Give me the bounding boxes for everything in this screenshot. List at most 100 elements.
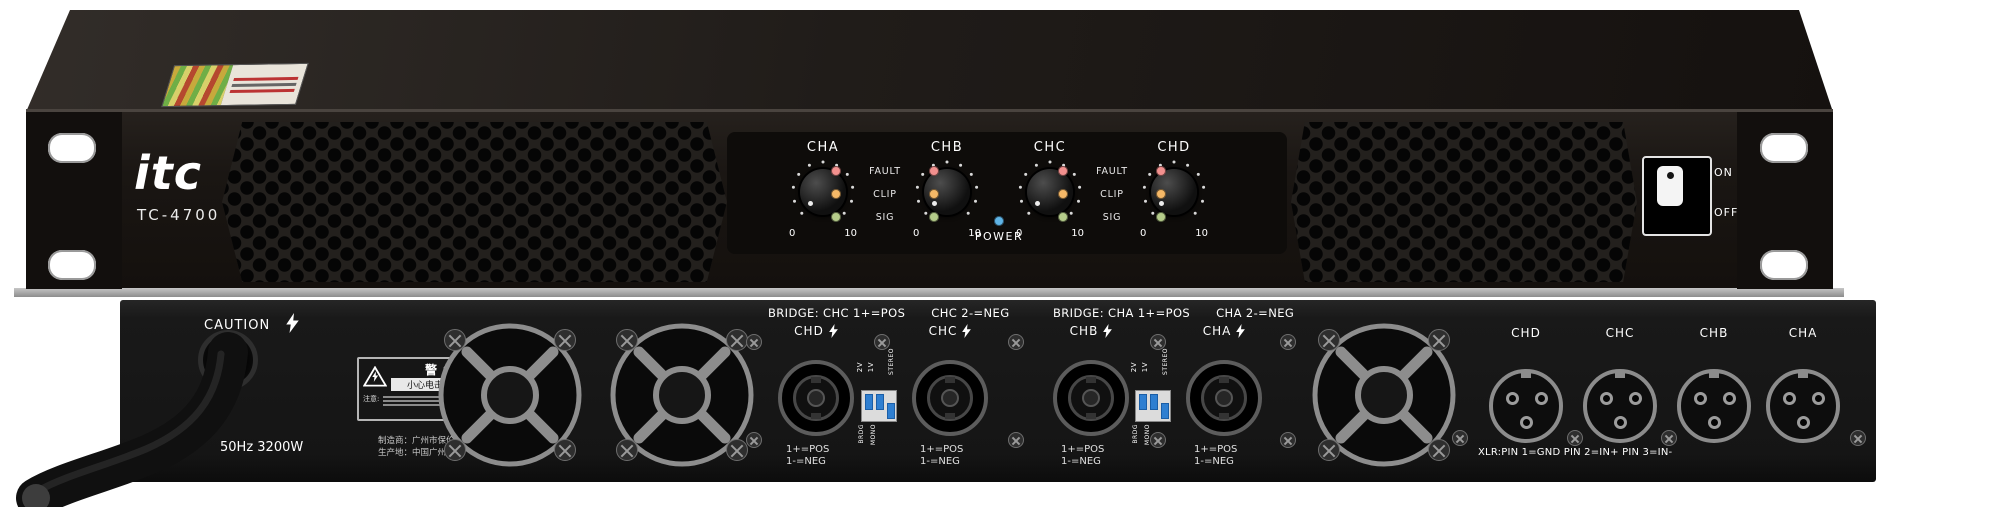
signal-led (929, 212, 939, 222)
rack-mount-hole (1760, 250, 1808, 280)
channel-label: CHB (930, 140, 964, 155)
dip-lever[interactable] (1161, 403, 1169, 419)
fault-led (1058, 166, 1068, 176)
caution-label: CAUTION (204, 318, 271, 333)
knob-min-label: 0 (1016, 228, 1023, 239)
rocker[interactable] (1657, 166, 1683, 206)
knob-scale-ticks (1139, 157, 1142, 160)
speakon-pinout-chd: 1+=POS 1-=NEG (786, 444, 829, 468)
speakon-connector-chc (912, 360, 988, 436)
lightning-icon (828, 324, 838, 338)
xlr-label-chc: CHC (1605, 326, 1635, 340)
lightning-icon (286, 313, 299, 333)
speakon-socket (927, 375, 973, 421)
knob-scale-ticks (788, 157, 791, 160)
screw-icon (1567, 430, 1583, 446)
switch-on-label: ON (1714, 166, 1733, 179)
channel-block-cha: CHA 0 10 (788, 140, 858, 239)
clip-label: CLIP (1100, 188, 1124, 200)
lightning-icon (1236, 324, 1246, 338)
clip-led (1058, 189, 1068, 199)
speakon-channel-label: CHC (928, 324, 958, 338)
dip-lever[interactable] (865, 394, 873, 410)
dip-label-mono: MONO (1144, 424, 1151, 446)
speakon-pinout-chc: 1+=POS 1-=NEG (920, 444, 963, 468)
sticker-text-bar (233, 76, 299, 81)
bridge-pos-label: BRIDGE: CHA 1+=POS (1053, 306, 1191, 320)
xlr-input-chc (1583, 369, 1657, 443)
screw-icon (1428, 439, 1450, 461)
led-cluster-cd: FAULT CLIP SIG (1058, 163, 1166, 232)
pin-neg: 1-=NEG (1061, 456, 1101, 467)
pin-neg: 1-=NEG (786, 456, 826, 467)
dip-lever[interactable] (1139, 394, 1147, 410)
channel-block-chb: CHB 0 10 (912, 140, 982, 239)
chassis-base (14, 288, 1844, 297)
knob-scale-ticks (1015, 157, 1018, 160)
screw-icon (1318, 439, 1340, 461)
xlr-input-cha (1766, 369, 1840, 443)
dip-label-1v: 1V (867, 362, 875, 373)
screw-icon (616, 439, 638, 461)
speakon-socket (1068, 375, 1114, 421)
origin-line: 生产地：中国广州 (378, 448, 447, 458)
signal-led (1058, 212, 1068, 222)
pin-neg: 1-=NEG (920, 456, 960, 467)
speakon-header-chd: CHD (784, 324, 848, 338)
clip-led (929, 189, 939, 199)
pin-pos: 1+=POS (786, 444, 830, 455)
dip-label-brdg: BRDG (1132, 424, 1139, 444)
hologram-text-area (220, 63, 308, 106)
fan-grille (1312, 323, 1456, 467)
bridge-label-group1: BRIDGE: CHC 1+=POS CHC 2-=NEG (768, 306, 1010, 320)
screw-icon (554, 439, 576, 461)
screw-icon (726, 329, 748, 351)
speakon-channel-label: CHA (1202, 324, 1232, 338)
dip-label-brdg: BRDG (858, 424, 865, 444)
brand-logo: itc (134, 146, 203, 200)
knob-min-label: 0 (1140, 228, 1147, 239)
clip-label: CLIP (873, 188, 897, 200)
knob-min-label: 0 (789, 228, 796, 239)
speakon-socket (1201, 375, 1247, 421)
power-cable (16, 332, 248, 507)
warning-note: 注意: (363, 395, 380, 403)
rack-mount-hole (48, 250, 96, 280)
fault-label: FAULT (869, 165, 901, 177)
speakon-header-chb: CHB (1059, 324, 1123, 338)
power-switch[interactable] (1642, 156, 1712, 236)
pin-pos: 1+=POS (1194, 444, 1238, 455)
dip-label-mono: MONO (870, 424, 877, 446)
manufacturer-line: 制造商：广州市保伦电子有限公司 (378, 436, 506, 446)
fault-led (831, 166, 841, 176)
mode-dip-switch-1[interactable]: 2V 1V STEREO BRDG MONO (856, 348, 902, 456)
screw-icon (1280, 334, 1296, 350)
screw-icon (874, 334, 890, 350)
led-cluster-ab: FAULT CLIP SIG (831, 163, 939, 232)
xlr-label-cha: CHA (1788, 326, 1818, 340)
lightning-icon (1103, 324, 1113, 338)
knob-max-label: 10 (968, 228, 981, 239)
bridge-label-group2: BRIDGE: CHA 1+=POS CHA 2-=NEG (1053, 306, 1294, 320)
dip-lever[interactable] (876, 394, 884, 410)
dip-lever[interactable] (887, 403, 895, 419)
sticker-text-bar (229, 88, 295, 93)
knob-max-label: 10 (1071, 228, 1084, 239)
screw-icon (1452, 430, 1468, 446)
speakon-pinout-cha: 1+=POS 1-=NEG (1194, 444, 1237, 468)
bridge-neg-label: CHC 2-=NEG (931, 306, 1010, 320)
fault-label: FAULT (1096, 165, 1128, 177)
fan-grille (610, 323, 754, 467)
speakon-connector-chd (778, 360, 854, 436)
dip-label-2v: 2V (1130, 362, 1138, 373)
dip-lever[interactable] (1150, 394, 1158, 410)
screw-icon (746, 432, 762, 448)
clip-led (1156, 189, 1166, 199)
dip-switch-body[interactable] (1135, 390, 1171, 422)
screw-icon (1318, 329, 1340, 351)
screw-icon (726, 439, 748, 461)
shock-warning-triangle-icon (363, 365, 387, 387)
bridge-pos-label: BRIDGE: CHC 1+=POS (768, 306, 906, 320)
mode-dip-switch-2[interactable]: 2V 1V STEREO BRDG MONO (1130, 348, 1176, 456)
dip-switch-body[interactable] (861, 390, 897, 422)
